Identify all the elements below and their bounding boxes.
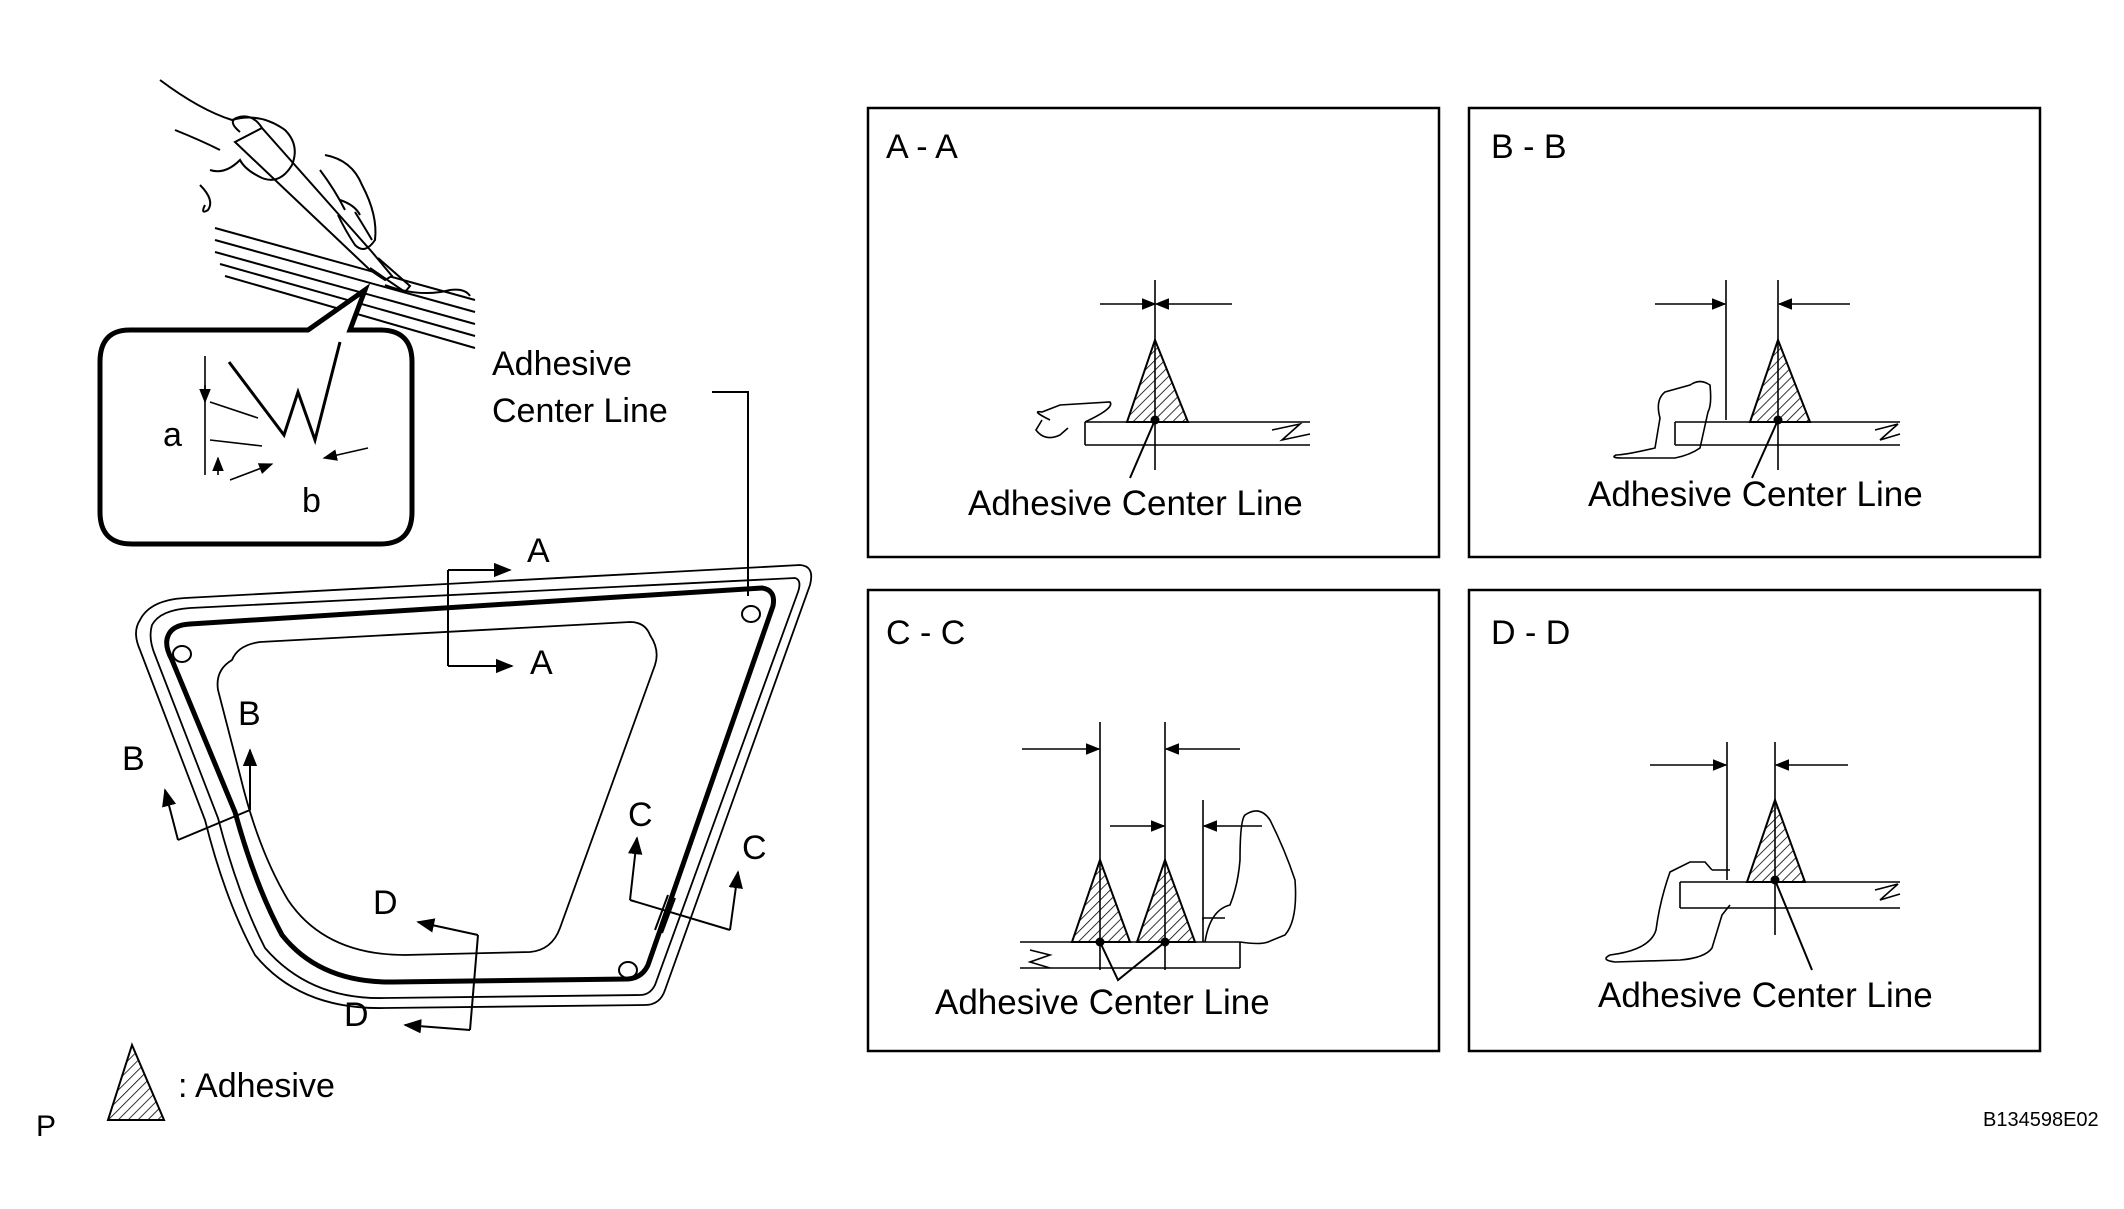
section-panel-b-b: B - B Adhesive Center Line — [1467, 106, 2042, 559]
section-panel-c-c: C - C Adhesive Center Line — [866, 588, 1441, 1053]
quarter-window-glass — [135, 564, 813, 1009]
section-a-profile — [1035, 280, 1311, 470]
adhesive-center-line-callout: Adhesive Center Line — [492, 345, 668, 430]
section-d-bottom-label: D — [344, 996, 369, 1034]
section-panel-d-d: D - D Adhesive Center Line — [1467, 588, 2042, 1053]
section-caption: Adhesive Center Line — [1588, 475, 1923, 514]
bead-profile-callout — [97, 283, 415, 547]
section-b-left-label: B — [122, 740, 145, 778]
section-d-profile — [1605, 742, 1901, 963]
adhesive-legend-symbol — [106, 1042, 166, 1121]
adhesive-bead-1 — [1070, 857, 1132, 943]
section-c-right-label: C — [742, 829, 767, 867]
section-title: A - A — [886, 128, 958, 166]
section-caption: Adhesive Center Line — [935, 983, 1270, 1022]
figure-id: B134598E02 — [1983, 1109, 2099, 1131]
adhesive-bead — [1748, 337, 1812, 423]
applicator-gun-illustration — [159, 79, 476, 349]
corner-mark: P — [36, 1110, 56, 1143]
section-caption: Adhesive Center Line — [968, 484, 1303, 523]
section-c-left-label: C — [628, 796, 653, 834]
dim-b-label: b — [302, 482, 321, 520]
section-a-bottom-label: A — [530, 644, 553, 682]
adhesive-bead-2 — [1135, 857, 1197, 943]
section-title: C - C — [886, 614, 965, 652]
section-cut-markers — [162, 391, 749, 1034]
adhesive-bead — [1745, 797, 1807, 883]
section-d-top-label: D — [373, 884, 398, 922]
section-title: D - D — [1491, 614, 1570, 652]
section-a-top-label: A — [527, 532, 550, 570]
adhesive-bead — [1125, 337, 1190, 423]
section-b-profile — [1613, 280, 1901, 470]
section-b-right-label: B — [238, 695, 261, 733]
dim-a-label: a — [163, 416, 182, 454]
adhesive-legend-text: : Adhesive — [178, 1067, 335, 1105]
section-title: B - B — [1491, 128, 1567, 166]
section-panel-a-a: A - A Adhesive Center Line — [866, 106, 1441, 559]
section-caption: Adhesive Center Line — [1598, 976, 1933, 1015]
